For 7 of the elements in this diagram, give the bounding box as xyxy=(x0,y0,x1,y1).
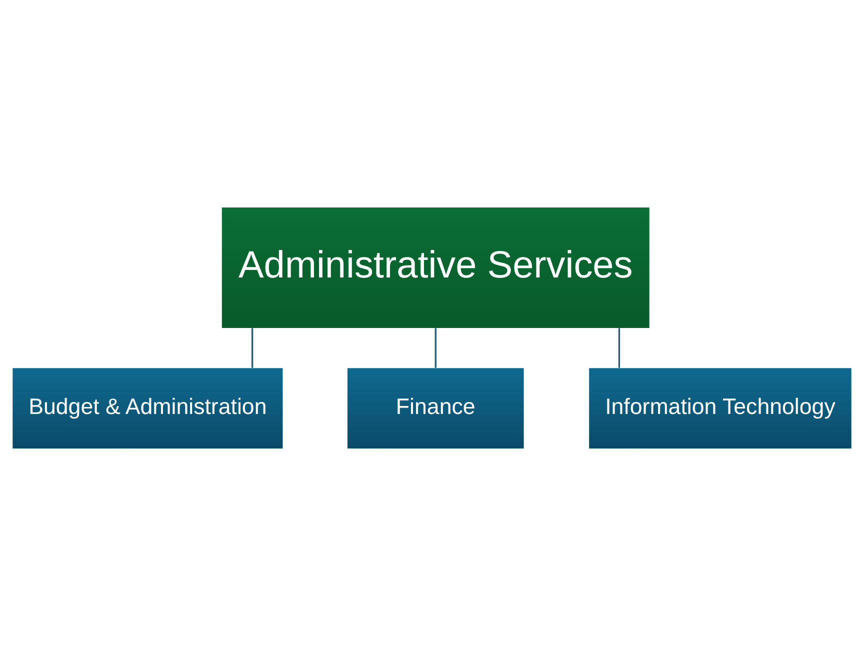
connector xyxy=(434,328,436,368)
connector xyxy=(251,328,254,368)
node-box: Finance xyxy=(347,368,524,448)
node-box: Budget & Administration xyxy=(12,368,283,448)
node-box: Administrative Services xyxy=(222,206,650,328)
node-box: Information Technology xyxy=(589,368,852,448)
connector xyxy=(618,328,620,368)
